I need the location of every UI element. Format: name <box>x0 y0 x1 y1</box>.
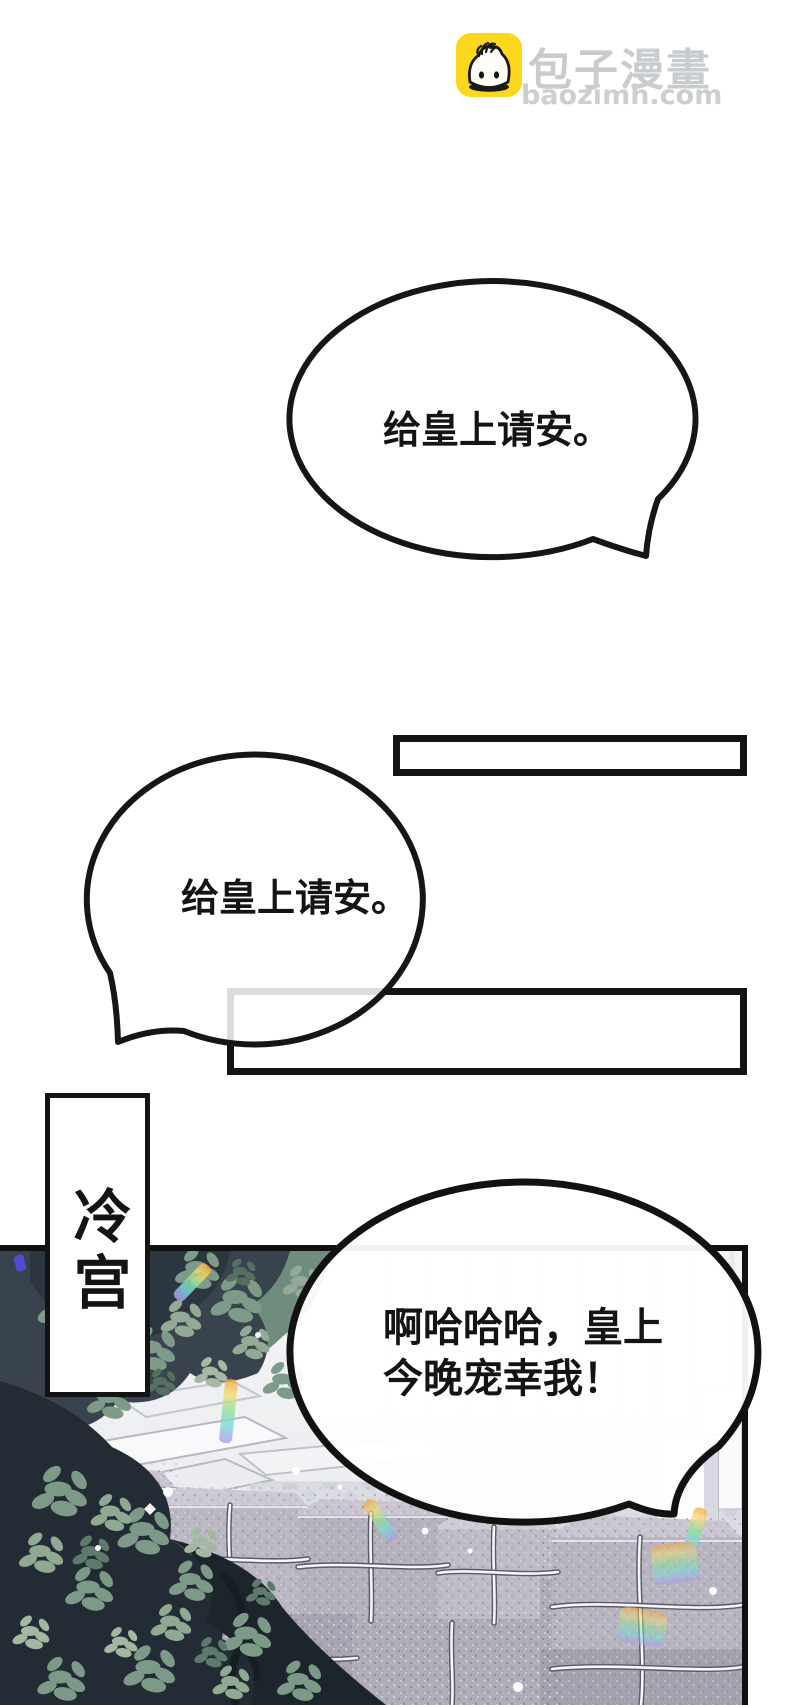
watermark-site-domain: baozimh.com <box>521 80 723 111</box>
location-label-text: 冷宫 <box>63 1186 132 1318</box>
sparkles <box>95 1332 717 1692</box>
speech-bubble-3 <box>286 1178 762 1526</box>
speech-bubble-3-text: 啊哈哈哈，皇上 今晚宠幸我！ <box>383 1303 663 1405</box>
prism-glints <box>13 1254 707 1648</box>
watermark-site-title: 包子漫畫 <box>528 45 712 96</box>
caption-box-1 <box>393 735 747 776</box>
speech-bubble-1-text: 给皇上请安。 <box>382 408 611 452</box>
speech-bubble-1 <box>286 278 699 561</box>
speech-bubble-2-text: 给皇上请安。 <box>180 876 409 920</box>
location-label-box <box>45 1093 150 1397</box>
speech-bubble-3-line2: 今晚宠幸我！ <box>383 1356 623 1402</box>
speech-bubble-2 <box>83 751 426 1048</box>
baozi-bun-icon <box>456 33 522 97</box>
speech-bubble-3-line1: 啊哈哈哈，皇上 <box>383 1305 663 1351</box>
